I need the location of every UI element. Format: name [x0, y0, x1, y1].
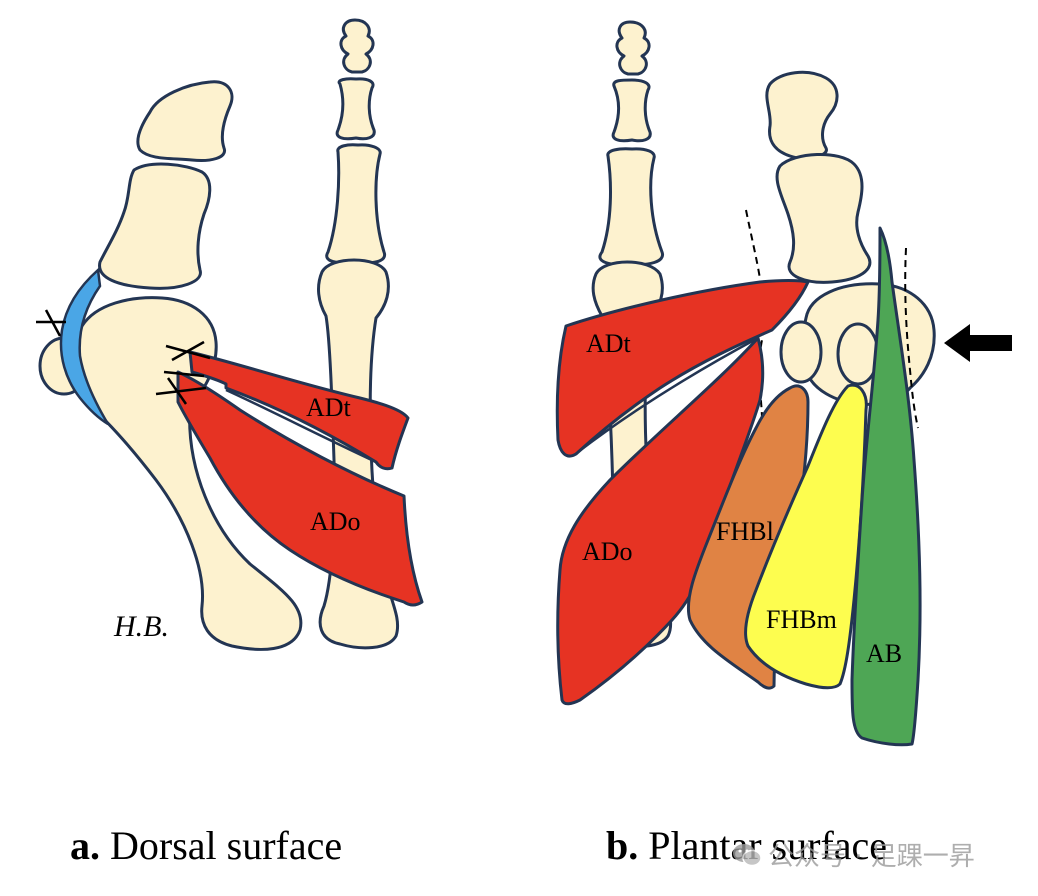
dorsal-label-adt: ADt	[306, 393, 352, 422]
plantar-hallux-proximal-phalanx	[775, 153, 872, 284]
caption-dorsal: a. Dorsal surface	[70, 822, 342, 869]
wechat-icon	[733, 843, 762, 866]
watermark-text: 公众号 · 足踝一昇	[768, 842, 975, 872]
plantar-hallux-distal-phalanx	[765, 70, 839, 160]
dorsal-adductor-transverse	[188, 350, 410, 471]
caption-plantar-text: Plantar surface	[648, 823, 888, 868]
dorsal-adductor-oblique	[176, 370, 424, 607]
plantar-adductor-transverse	[555, 279, 810, 458]
watermark: 公众号 · 足踝一昇	[732, 836, 975, 873]
dorsal-collateral-ligament	[59, 267, 110, 426]
plantar-toe2-distal-phalanx	[615, 20, 651, 76]
dorsal-hallux-distal-phalanx	[136, 80, 234, 162]
plantar-dashed-line-medial	[904, 247, 919, 429]
plantar-dashed-line-lateral	[745, 209, 765, 421]
dorsal-panel: ADt ADo H.B.	[36, 18, 424, 651]
plantar-label-ado: ADo	[582, 537, 633, 566]
dorsal-artist-initials: H.B.	[113, 610, 169, 643]
caption-dorsal-letter: a.	[70, 823, 100, 868]
dorsal-first-metatarsal	[73, 296, 303, 651]
dorsal-toe2-proximal-phalanx	[325, 143, 387, 265]
plantar-abductor-hallucis	[850, 226, 922, 747]
dorsal-suture-medial	[36, 309, 66, 337]
plantar-label-ab: AB	[866, 639, 902, 668]
dorsal-toe2-middle-phalanx	[335, 77, 376, 141]
dorsal-toe2-distal-phalanx	[339, 18, 375, 74]
plantar-toe2-proximal-phalanx	[598, 147, 664, 266]
plantar-adt-ado-divider	[577, 336, 759, 453]
caption-dorsal-text: Dorsal surface	[110, 823, 343, 868]
plantar-label-fhbm: FHBm	[766, 605, 837, 634]
dorsal-hallux-proximal-phalanx	[98, 162, 212, 290]
caption-plantar: b. Plantar surface	[606, 822, 887, 869]
plantar-label-fhbl: FHBl	[716, 517, 774, 546]
plantar-arrow-icon	[944, 324, 1012, 362]
dorsal-suture-lateral	[155, 340, 211, 405]
plantar-toe2-middle-phalanx	[611, 78, 652, 143]
caption-plantar-letter: b.	[606, 823, 639, 868]
plantar-panel: ADt ADo FHBl FHBm AB	[555, 20, 1012, 747]
plantar-label-adt: ADt	[586, 329, 632, 358]
dorsal-label-ado: ADo	[310, 507, 361, 536]
plantar-lateral-sesamoid	[779, 320, 823, 384]
dorsal-muscle-divider	[225, 388, 377, 464]
